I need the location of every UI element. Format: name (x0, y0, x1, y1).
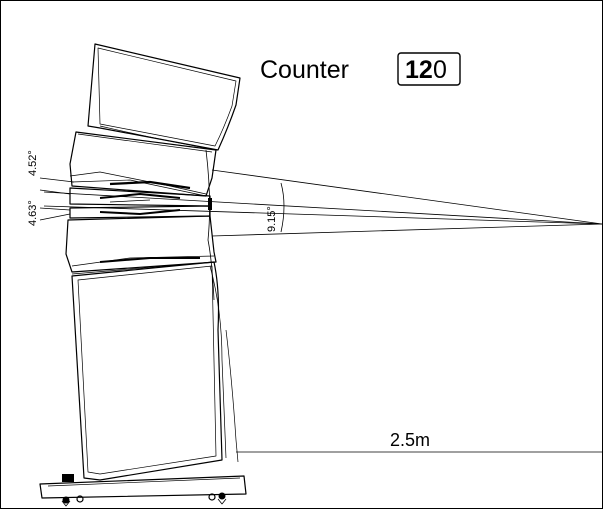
rigging-rail (205, 149, 215, 301)
horn-module-upper (69, 131, 217, 197)
model-number-bold: 12 (405, 56, 433, 84)
bottom-cabinet (71, 261, 239, 481)
model-number-light: 0 (433, 56, 447, 84)
product-title: Counter 12 0 (260, 52, 461, 86)
distance-label: 2.5m (390, 430, 430, 450)
tilt-reference-lines (39, 177, 75, 221)
base-stand (39, 474, 247, 507)
model-badge (397, 52, 461, 86)
top-cabinet (87, 43, 241, 151)
product-name: Counter (260, 56, 349, 84)
dispersion-angle-label: 9.15° (266, 206, 278, 232)
upper-tilt-label: 4.52° (27, 150, 39, 176)
lower-tilt-label: 4.63° (27, 200, 39, 226)
dispersion-lines (43, 169, 603, 237)
horn-module-lower (65, 215, 217, 275)
